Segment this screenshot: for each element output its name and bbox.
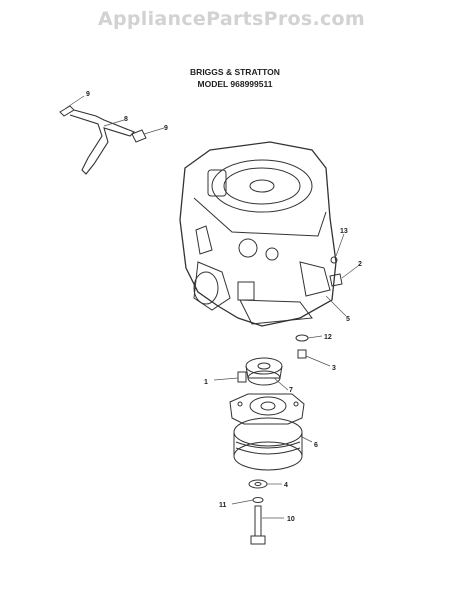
leader-11 bbox=[231, 499, 254, 505]
clutch-6-tab-right bbox=[293, 401, 299, 407]
engine-grip bbox=[207, 169, 227, 197]
bolt-10 bbox=[250, 505, 266, 545]
leader-8 bbox=[103, 119, 125, 127]
engine-top-cover bbox=[211, 159, 313, 213]
callout-9-right: 9 bbox=[164, 125, 168, 132]
clutch-6-bracket bbox=[229, 393, 305, 425]
washer-4-hole bbox=[254, 482, 262, 486]
callout-2: 2 bbox=[358, 261, 362, 268]
callout-7: 7 bbox=[289, 387, 293, 394]
pulley-7-bottom bbox=[247, 370, 281, 386]
callout-13: 13 bbox=[340, 228, 348, 235]
leader-5 bbox=[325, 295, 347, 317]
clutch-6-hub bbox=[260, 401, 276, 411]
callout-8: 8 bbox=[124, 116, 128, 123]
fuel-hose bbox=[69, 109, 135, 175]
leader-12 bbox=[307, 335, 323, 339]
title-line-brand: BRIGGS & STRATTON bbox=[190, 67, 280, 77]
pulley-7 bbox=[245, 357, 283, 386]
bolt-10-head bbox=[250, 535, 266, 545]
bolt-10-shank bbox=[254, 505, 262, 537]
lock-washer-11 bbox=[252, 497, 264, 503]
leader-9-top bbox=[65, 95, 85, 109]
engine-top-inner bbox=[223, 167, 301, 205]
clutch-6-bearing bbox=[249, 396, 287, 416]
leader-1 bbox=[213, 377, 239, 381]
clutch-6-rim-bottom bbox=[233, 441, 303, 471]
callout-12: 12 bbox=[324, 334, 332, 341]
leader-lines bbox=[65, 95, 359, 519]
pulley-7-side bbox=[245, 365, 283, 379]
leader-6 bbox=[299, 435, 313, 443]
hardware-13 bbox=[330, 256, 338, 264]
engine-outline bbox=[179, 141, 337, 327]
engine-cover-edge bbox=[193, 197, 327, 237]
engine-top-cap bbox=[249, 179, 275, 193]
callout-3: 3 bbox=[332, 365, 336, 372]
callout-9-top: 9 bbox=[86, 91, 90, 98]
diagram-title: BRIGGS & STRATTON MODEL 968999511 bbox=[150, 66, 320, 90]
hardware-2 bbox=[329, 273, 343, 287]
engine-starter bbox=[193, 261, 231, 311]
clutch-6 bbox=[229, 393, 305, 471]
fuel-hose-assembly bbox=[59, 105, 147, 175]
washer-4 bbox=[248, 479, 268, 489]
callout-labels: 9 8 9 13 2 5 12 3 1 7 6 4 11 10 bbox=[86, 91, 362, 523]
callout-5: 5 bbox=[346, 316, 350, 323]
leader-7 bbox=[273, 377, 289, 391]
leader-2 bbox=[341, 265, 359, 279]
engine-shroud-detail bbox=[195, 225, 213, 255]
hose-clamp-right bbox=[131, 129, 147, 143]
pulley-7-top bbox=[245, 357, 283, 375]
key-1 bbox=[237, 371, 247, 383]
callout-4: 4 bbox=[284, 482, 288, 489]
callout-10: 10 bbox=[287, 516, 295, 523]
watermark: AppliancePartsPros.com bbox=[97, 8, 365, 30]
engine-base bbox=[239, 299, 313, 325]
engine-bracket bbox=[237, 281, 255, 301]
callout-11: 11 bbox=[219, 502, 227, 509]
title-line-model: MODEL 968999511 bbox=[197, 79, 273, 89]
leader-9-right bbox=[143, 127, 165, 135]
bolt-3 bbox=[297, 349, 307, 359]
callout-6: 6 bbox=[314, 442, 318, 449]
engine-pulley-side bbox=[193, 271, 219, 305]
clutch-6-sides bbox=[233, 432, 303, 456]
callout-1: 1 bbox=[204, 379, 208, 386]
leader-13 bbox=[335, 233, 345, 257]
engine bbox=[179, 141, 337, 327]
leader-3 bbox=[305, 355, 331, 367]
pulley-7-hub bbox=[257, 362, 271, 370]
clutch-6-tab-left bbox=[237, 401, 243, 407]
clutch-6-grooves bbox=[235, 441, 301, 455]
engine-port bbox=[238, 238, 258, 258]
engine-carburetor bbox=[299, 261, 331, 297]
engine-fitting bbox=[265, 247, 279, 261]
washer-12 bbox=[295, 334, 309, 342]
